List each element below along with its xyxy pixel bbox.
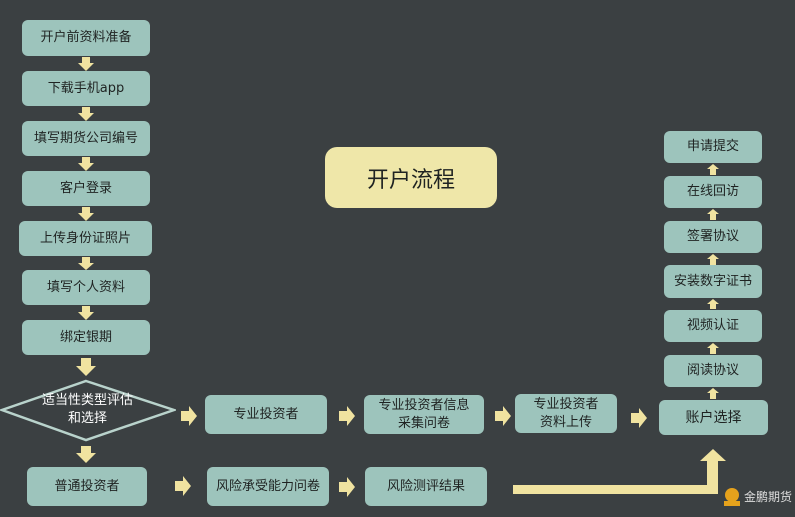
company-logo: 金鹏期货 xyxy=(723,485,792,507)
down-arrow-icon xyxy=(78,207,94,221)
right-arrow-icon xyxy=(631,408,647,428)
step-ordinary-investor: 普通投资者 xyxy=(27,467,147,506)
step-prepare-documents: 开户前资料准备 xyxy=(22,20,150,56)
down-arrow-icon xyxy=(78,306,94,320)
step-account-selection: 账户选择 xyxy=(659,400,768,435)
step-submit-application: 申请提交 xyxy=(664,131,762,163)
right-arrow-icon xyxy=(175,476,191,496)
step-professional-upload: 专业投资者资料上传 xyxy=(515,394,617,433)
label-line2: 资料上传 xyxy=(539,414,592,430)
right-arrow-icon xyxy=(495,406,511,426)
right-arrow-icon xyxy=(181,406,197,426)
label-line1: 专业投资者 xyxy=(533,396,599,412)
step-professional-investor: 专业投资者 xyxy=(205,395,327,434)
down-arrow-icon xyxy=(78,157,94,171)
right-arrow-icon xyxy=(339,477,355,497)
up-arrow-icon xyxy=(707,299,719,309)
step-risk-questionnaire: 风险承受能力问卷 xyxy=(207,467,329,506)
down-arrow-icon xyxy=(78,57,94,71)
decision-line2: 和选择 xyxy=(67,411,107,426)
decision-line1: 适当性类型评估 xyxy=(41,393,133,408)
step-login: 客户登录 xyxy=(22,171,150,206)
up-arrow-icon xyxy=(707,343,719,354)
step-fill-company-code: 填写期货公司编号 xyxy=(22,121,150,156)
up-arrow-icon xyxy=(707,388,719,399)
step-download-app: 下载手机app xyxy=(22,71,150,106)
decision-diamond xyxy=(0,379,176,442)
step-risk-result: 风险测评结果 xyxy=(365,467,487,506)
up-arrow-icon xyxy=(707,254,719,265)
step-personal-info: 填写个人资料 xyxy=(22,270,150,305)
down-arrow-icon xyxy=(76,358,96,376)
logo-mark-icon xyxy=(724,488,740,506)
step-video-verification: 视频认证 xyxy=(664,310,762,342)
connector-arrow-icon xyxy=(513,449,726,494)
decision-label: 适当性类型评估和选择 xyxy=(20,392,155,428)
step-callback-visit: 在线回访 xyxy=(664,176,762,208)
step-read-agreement: 阅读协议 xyxy=(664,355,762,387)
step-bind-bank: 绑定银期 xyxy=(22,320,150,355)
down-arrow-icon xyxy=(78,257,94,270)
step-install-certificate: 安装数字证书 xyxy=(664,265,762,298)
flow-title: 开户流程 xyxy=(325,147,497,208)
up-arrow-icon xyxy=(707,164,719,175)
step-professional-questionnaire: 专业投资者信息采集问卷 xyxy=(364,395,484,434)
logo-text: 金鹏期货 xyxy=(744,489,793,504)
down-arrow-icon xyxy=(76,446,96,463)
step-sign-agreement: 签署协议 xyxy=(664,221,762,253)
right-arrow-icon xyxy=(339,406,355,426)
step-upload-id: 上传身份证照片 xyxy=(19,221,152,256)
label-line2: 采集问卷 xyxy=(397,415,450,431)
label-line1: 专业投资者信息 xyxy=(378,397,470,413)
up-arrow-icon xyxy=(707,209,719,220)
down-arrow-icon xyxy=(78,107,94,121)
